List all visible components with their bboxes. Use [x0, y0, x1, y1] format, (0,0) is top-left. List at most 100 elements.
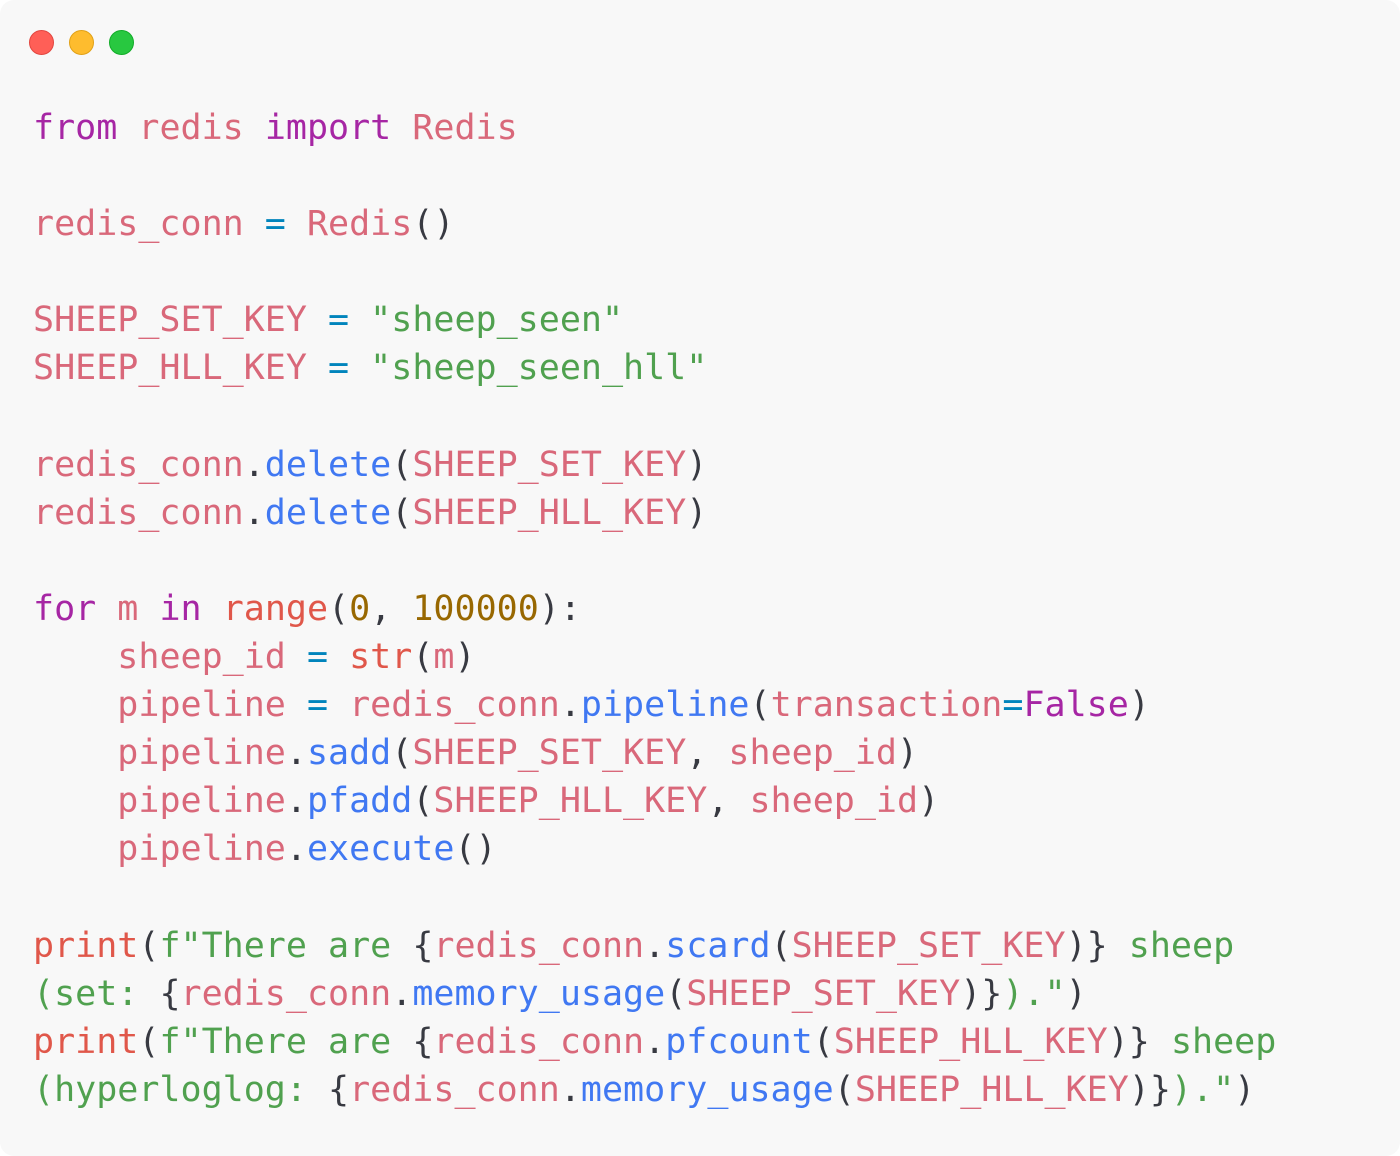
code-token-ident: SHEEP_HLL_KEY: [433, 781, 708, 822]
code-line: for m in range(0, 100000):: [33, 585, 1276, 633]
code-token-punct: (: [328, 588, 350, 629]
code-token-ws: [244, 204, 265, 244]
code-token-ws: [33, 781, 117, 821]
code-token-punct: ): [1234, 1069, 1256, 1110]
code-token-punct: .: [559, 1069, 581, 1110]
code-line: ​: [33, 393, 1276, 441]
code-token-punct: ): [1128, 685, 1150, 726]
code-token-method: pipeline: [580, 685, 750, 726]
code-token-punct: (: [665, 973, 687, 1014]
code-line: ​: [33, 537, 1276, 585]
code-token-punct: (: [412, 637, 434, 678]
code-token-punct: .: [559, 685, 581, 726]
code-token-op: =: [306, 685, 329, 726]
code-token-punct: ): [918, 781, 940, 822]
code-token-keyword: from: [33, 108, 118, 148]
code-token-punct: (: [770, 925, 792, 966]
code-token-method: delete: [264, 492, 392, 533]
code-token-punct: )}: [960, 973, 1003, 1014]
code-token-ident: SHEEP_SET_KEY: [33, 300, 307, 341]
code-line: pipeline.execute(): [33, 825, 1276, 873]
code-token-ident: pipeline: [117, 733, 286, 774]
code-token-string: (hyperloglog:: [33, 1069, 329, 1110]
code-token-keyword: import: [264, 108, 392, 148]
code-token-string: ).": [1002, 973, 1066, 1014]
code-token-punct: ): [1065, 973, 1087, 1014]
code-line: pipeline = redis_conn.pipeline(transacti…: [33, 681, 1276, 729]
code-line: (set: {redis_conn.memory_usage(SHEEP_SET…: [33, 970, 1276, 1018]
code-token-ident: transaction: [770, 685, 1003, 726]
code-token-ident: sheep_id: [117, 637, 286, 678]
code-token-string: f"There are: [159, 925, 413, 966]
code-token-ident: Redis: [412, 108, 518, 148]
code-token-ident: pipeline: [117, 781, 286, 822]
code-token-ws: [349, 300, 370, 340]
code-line: redis_conn = Redis(): [33, 200, 1276, 248]
code-token-ident: redis_conn: [349, 685, 560, 726]
code-token-punct: )}: [1128, 1069, 1171, 1110]
code-token-punct: {: [159, 973, 181, 1014]
code-token-punct: .: [285, 733, 307, 774]
code-token-method: memory_usage: [580, 1069, 834, 1110]
code-token-ident: redis_conn: [33, 204, 244, 245]
code-token-ident: sheep_id: [728, 733, 897, 774]
code-line: print(f"There are {redis_conn.scard(SHEE…: [33, 922, 1276, 970]
code-token-punct: .: [644, 925, 666, 966]
code-token-op: =: [328, 300, 350, 341]
code-token-punct: {: [328, 1069, 350, 1110]
code-token-string: (set:: [33, 973, 160, 1014]
code-token-method: pfadd: [306, 781, 413, 822]
code-token-string: "sheep_seen": [370, 300, 624, 341]
code-token-string: ).": [1170, 1069, 1235, 1110]
code-token-const: False: [1023, 685, 1129, 726]
code-token-punct: (: [138, 1021, 160, 1062]
code-token-builtin: str: [349, 637, 413, 678]
code-token-punct: .: [285, 829, 307, 870]
maximize-button-icon[interactable]: [109, 30, 134, 55]
code-token-op: =: [1002, 685, 1024, 726]
code-token-ident: redis_conn: [33, 492, 244, 533]
code-token-ws: [307, 300, 328, 340]
code-token-string: "sheep_seen_hll": [370, 348, 708, 389]
code-token-method: sadd: [306, 733, 392, 774]
code-token-punct: .: [285, 781, 307, 822]
code-token-punct: ,: [686, 733, 729, 774]
code-token-ident: pipeline: [117, 829, 286, 870]
code-token-punct: ,: [370, 588, 413, 629]
minimize-button-icon[interactable]: [69, 30, 94, 55]
code-line: redis_conn.delete(SHEEP_SET_KEY): [33, 441, 1276, 489]
code-token-punct: .: [644, 1021, 666, 1062]
code-token-ws: [33, 733, 117, 773]
code-token-ws: [349, 348, 370, 388]
code-line: sheep_id = str(m): [33, 633, 1276, 681]
code-line: pipeline.pfadd(SHEEP_HLL_KEY, sheep_id): [33, 777, 1276, 825]
code-token-ident: redis_conn: [433, 925, 645, 966]
code-token-op: =: [328, 348, 350, 389]
code-token-punct: ,: [707, 781, 750, 822]
code-token-ws: [307, 348, 328, 388]
code-token-punct: .: [391, 973, 413, 1014]
code-token-op: =: [306, 637, 329, 678]
code-line: SHEEP_HLL_KEY = "sheep_seen_hll": [33, 344, 1276, 392]
code-line: ​: [33, 874, 1276, 922]
code-token-punct: )}: [1065, 925, 1108, 966]
code-token-string: sheep: [1149, 1021, 1277, 1062]
code-token-ws: [328, 685, 349, 725]
code-token-punct: ): [454, 637, 476, 678]
code-token-punct: (: [391, 444, 413, 485]
code-token-punct: {: [412, 1021, 434, 1062]
code-token-ident: SHEEP_HLL_KEY: [833, 1021, 1108, 1062]
close-button-icon[interactable]: [29, 30, 54, 55]
code-token-ws: [286, 204, 307, 244]
code-token-ws: [286, 637, 307, 677]
code-token-builtin: print: [33, 1021, 139, 1062]
code-token-method: pfcount: [665, 1021, 813, 1062]
code-token-punct: (: [138, 925, 160, 966]
code-line: from redis import Redis: [33, 104, 1276, 152]
code-token-ident: redis: [138, 108, 244, 148]
code-token-ws: [328, 637, 349, 677]
code-token-punct: {: [412, 925, 434, 966]
code-token-ws: [244, 108, 265, 148]
code-token-punct: ):: [538, 588, 581, 629]
